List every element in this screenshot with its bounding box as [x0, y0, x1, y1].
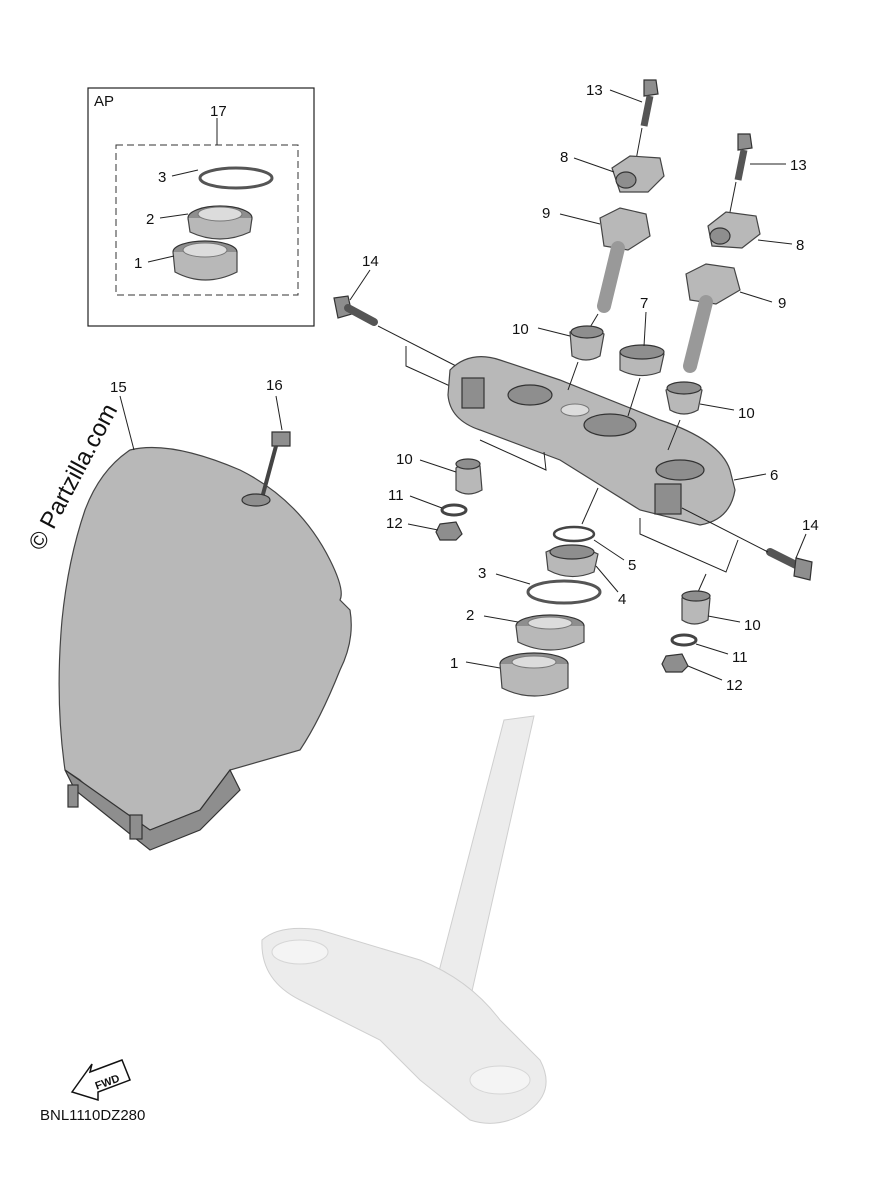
callout-8b: 8	[796, 237, 804, 254]
callout-6: 6	[770, 467, 778, 484]
bearing-part[interactable]	[187, 205, 253, 240]
callout-2-inset: 2	[146, 211, 154, 228]
bolt-part[interactable]	[333, 295, 378, 326]
washer-part[interactable]	[440, 503, 468, 517]
nut-part[interactable]	[661, 653, 689, 673]
callout-11a: 11	[388, 487, 404, 504]
damper-part[interactable]	[455, 458, 483, 495]
bolt-part[interactable]	[766, 548, 813, 581]
handlebar-holder[interactable]	[683, 263, 741, 373]
callout-17: 17	[210, 103, 227, 120]
callout-1-inset: 1	[134, 255, 142, 272]
callout-10c: 10	[396, 451, 413, 468]
seal-part[interactable]	[526, 579, 602, 605]
ring-part[interactable]	[198, 166, 274, 190]
steering-nut[interactable]	[545, 544, 599, 578]
diagram-code: BNL1110DZ280	[40, 1107, 145, 1124]
upper-triple-clamp[interactable]	[447, 356, 736, 526]
bolt-part[interactable]	[734, 133, 753, 181]
nut-part[interactable]	[435, 521, 463, 541]
ring-part[interactable]	[552, 525, 596, 543]
callout-9b: 9	[778, 295, 786, 312]
callout-10a: 10	[512, 321, 529, 338]
collar-part[interactable]	[619, 344, 665, 377]
fwd-arrow-icon: FWD	[70, 1059, 131, 1102]
callout-8a: 8	[560, 149, 568, 166]
callout-11b: 11	[732, 649, 748, 666]
inset-panel: AP 17 3 2 1	[87, 87, 315, 327]
callout-7: 7	[640, 295, 648, 312]
handlebar-clamp-upper[interactable]	[611, 155, 665, 193]
inset-label: AP	[94, 93, 114, 110]
damper-part[interactable]	[569, 325, 605, 361]
callout-14a: 14	[362, 253, 379, 270]
callout-2: 2	[466, 607, 474, 624]
callout-14b: 14	[802, 517, 819, 534]
callout-10b: 10	[738, 405, 755, 422]
handlebar-clamp-upper[interactable]	[707, 211, 761, 249]
callout-13b: 13	[790, 157, 807, 174]
bearing-part[interactable]	[515, 614, 585, 651]
steering-stem-ghost	[261, 715, 547, 1124]
damper-part[interactable]	[681, 590, 711, 625]
bearing-part[interactable]	[499, 652, 569, 697]
bolt-part[interactable]	[640, 79, 659, 127]
callout-12b: 12	[726, 677, 743, 694]
bolt-part[interactable]	[241, 431, 291, 507]
callout-1: 1	[450, 655, 458, 672]
bearing-part[interactable]	[172, 240, 238, 281]
callout-15: 15	[110, 379, 127, 396]
callout-10d: 10	[744, 617, 761, 634]
callout-3-inset: 3	[158, 169, 166, 186]
number-plate-cover[interactable]	[58, 446, 352, 851]
callout-4: 4	[618, 591, 626, 608]
callout-16: 16	[266, 377, 283, 394]
callout-3: 3	[478, 565, 486, 582]
callout-13a: 13	[586, 82, 603, 99]
callout-5: 5	[628, 557, 636, 574]
washer-part[interactable]	[670, 633, 698, 647]
handlebar-holder[interactable]	[597, 207, 651, 313]
callout-9a: 9	[542, 205, 550, 222]
callout-12a: 12	[386, 515, 403, 532]
damper-part[interactable]	[665, 381, 703, 415]
